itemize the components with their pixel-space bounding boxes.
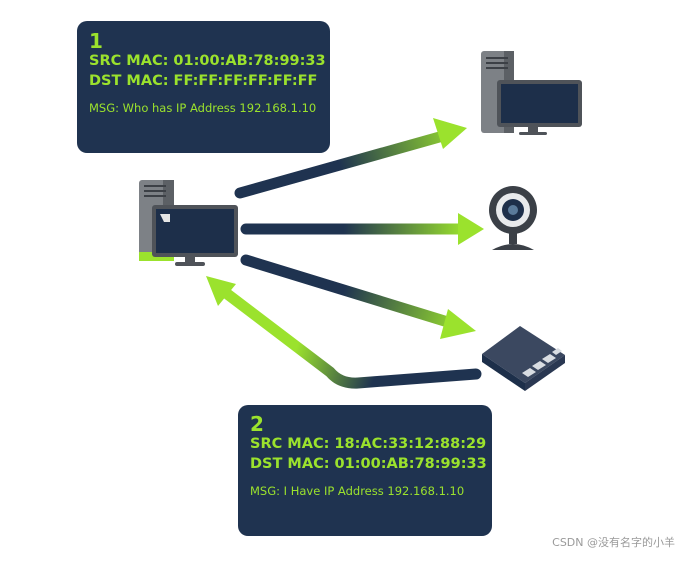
- network-switch-icon: [482, 326, 565, 391]
- arrow-to-computer: [234, 118, 467, 199]
- arrow-reply-to-sender: [206, 276, 482, 389]
- message-label: MSG: Who has IP Address 192.168.1.10: [89, 100, 317, 115]
- message-label: MSG: I Have IP Address 192.168.1.10: [250, 483, 465, 498]
- arrow-to-switch: [240, 254, 476, 339]
- arrow-to-webcam: [240, 213, 484, 245]
- step-number: 2: [250, 412, 264, 436]
- step-number: 1: [89, 29, 103, 53]
- computer-icon: [481, 51, 582, 135]
- request-message-box: 1 SRC MAC: 01:00:AB:78:99:33 DST MAC: FF…: [77, 21, 330, 153]
- src-mac-label: SRC MAC: 18:AC:33:12:88:29: [250, 436, 487, 452]
- src-mac-label: SRC MAC: 01:00:AB:78:99:33: [89, 53, 326, 69]
- sender-computer-icon: [139, 180, 238, 266]
- watermark: CSDN @没有名字的小羊: [552, 536, 675, 549]
- reply-message-box: 2 SRC MAC: 18:AC:33:12:88:29 DST MAC: 01…: [238, 405, 492, 536]
- dst-mac-label: DST MAC: FF:FF:FF:FF:FF:FF: [89, 73, 318, 90]
- webcam-icon: [489, 186, 537, 250]
- dst-mac-label: DST MAC: 01:00:AB:78:99:33: [250, 456, 487, 473]
